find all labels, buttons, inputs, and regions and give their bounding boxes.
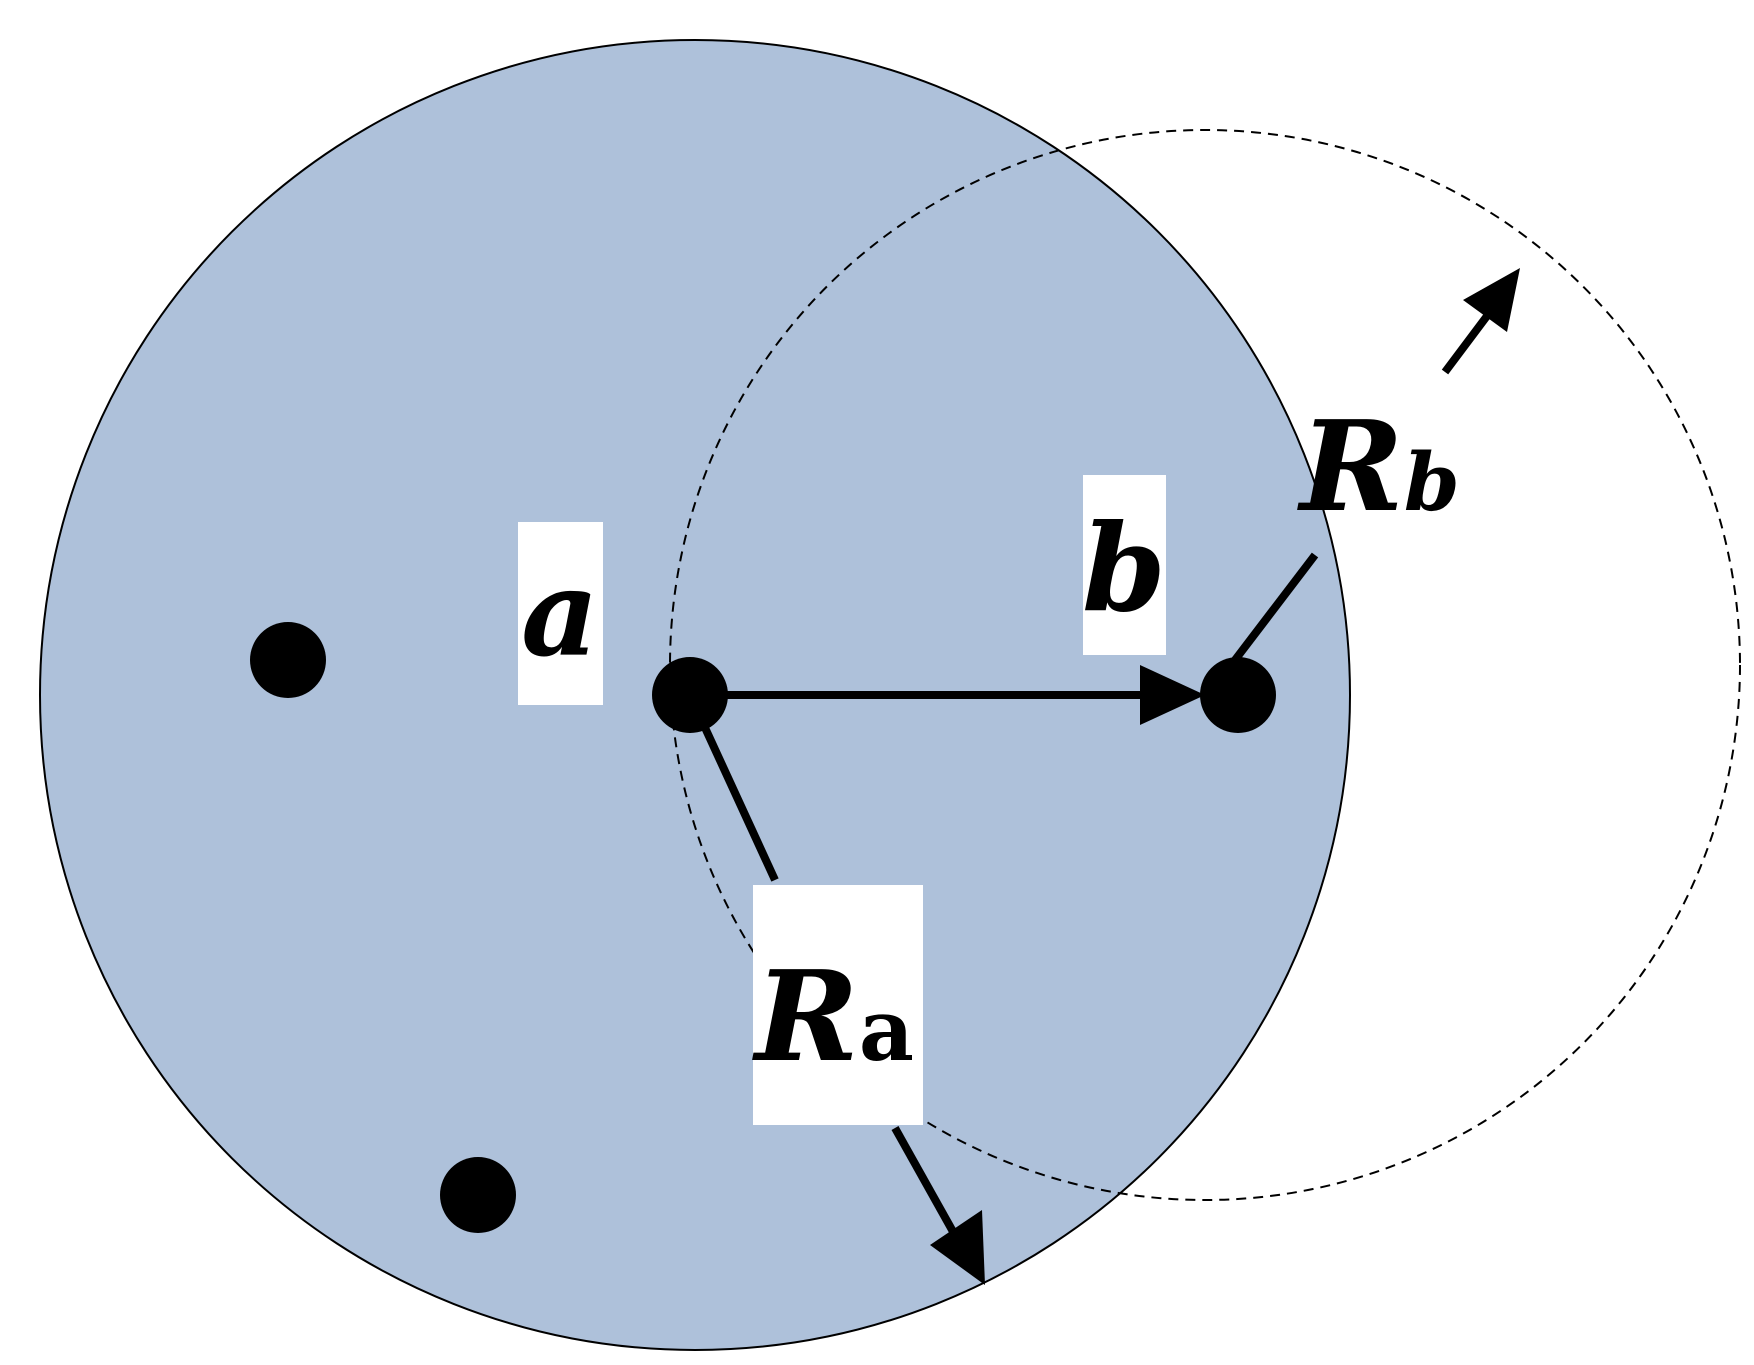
label-rb-sub: b bbox=[1404, 435, 1460, 529]
label-box-b bbox=[1083, 475, 1166, 655]
node-a bbox=[652, 657, 728, 733]
radius-arrowhead-a bbox=[930, 1210, 985, 1285]
arrowhead-a-to-b bbox=[1140, 665, 1205, 725]
radius-arrow-b bbox=[1441, 309, 1494, 375]
label-rb-main: R bbox=[1297, 394, 1404, 540]
label-box-a bbox=[518, 522, 603, 705]
label-a: a bbox=[521, 543, 599, 684]
label-ra: Ra bbox=[752, 944, 914, 1090]
label-ra-main: R bbox=[752, 944, 859, 1090]
radius-line-b bbox=[1231, 552, 1319, 663]
range-circle-b bbox=[669, 129, 1741, 1201]
node-other-left bbox=[250, 622, 326, 698]
label-b: b bbox=[1082, 498, 1166, 639]
radius-arrowhead-b bbox=[1463, 268, 1520, 332]
label-rb: Rb bbox=[1297, 394, 1460, 540]
node-b bbox=[1200, 657, 1276, 733]
label-box-ra bbox=[753, 885, 923, 1125]
node-other-bottom bbox=[440, 1157, 516, 1233]
label-ra-sub: a bbox=[859, 981, 914, 1081]
